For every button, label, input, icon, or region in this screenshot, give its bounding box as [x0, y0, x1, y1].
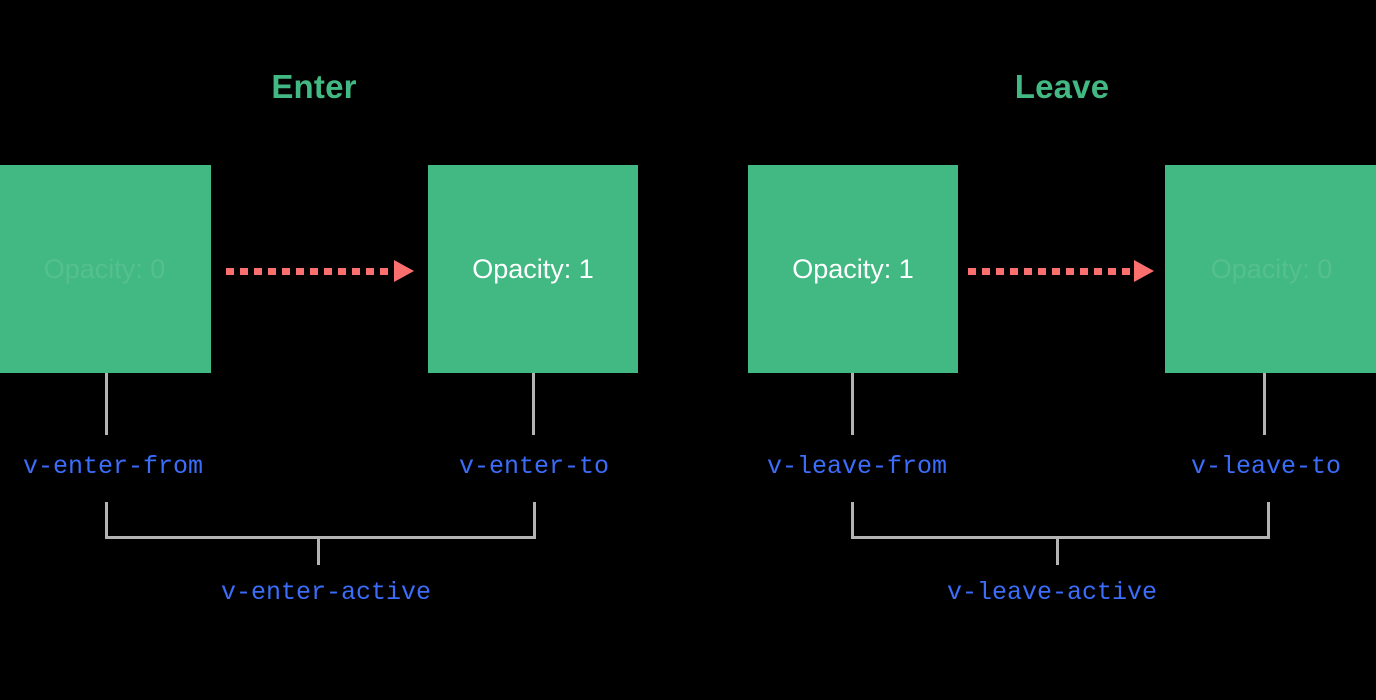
leave-from-box-label: Opacity: 1 [792, 253, 914, 284]
enter-arrow-dashes [226, 268, 396, 275]
enter-active-bracket [105, 502, 536, 539]
leave-from-box: Opacity: 1 [748, 165, 958, 373]
leave-arrow-dashes [968, 268, 1136, 275]
leave-to-box-label: Opacity: 0 [1210, 253, 1333, 284]
enter-arrow-head [394, 260, 414, 282]
enter-to-stem [532, 373, 535, 435]
enter-active-bracket-stem [317, 536, 320, 565]
enter-from-class-label: v-enter-from [22, 452, 204, 481]
leave-phase-title: Leave [1014, 68, 1110, 105]
leave-to-class-label: v-leave-to [1190, 452, 1342, 481]
enter-to-box-label: Opacity: 1 [472, 253, 594, 284]
leave-active-bracket-stem [1056, 536, 1059, 565]
leave-arrow-head [1134, 260, 1154, 282]
leave-from-class-label: v-leave-from [766, 452, 948, 481]
leave-active-bracket [851, 502, 1270, 539]
leave-transition-arrow [968, 260, 1155, 282]
enter-transition-arrow [226, 260, 415, 282]
leave-to-box: Opacity: 0 [1165, 165, 1376, 373]
enter-phase-title: Enter [271, 68, 357, 105]
leave-to-stem [1263, 373, 1266, 435]
enter-to-box: Opacity: 1 [428, 165, 638, 373]
enter-from-stem [105, 373, 108, 435]
enter-active-class-label: v-enter-active [220, 578, 432, 607]
enter-to-class-label: v-enter-to [458, 452, 610, 481]
leave-active-class-label: v-leave-active [946, 578, 1158, 607]
enter-from-box-label: Opacity: 0 [43, 253, 166, 284]
enter-from-box: Opacity: 0 [0, 165, 211, 373]
leave-from-stem [851, 373, 854, 435]
